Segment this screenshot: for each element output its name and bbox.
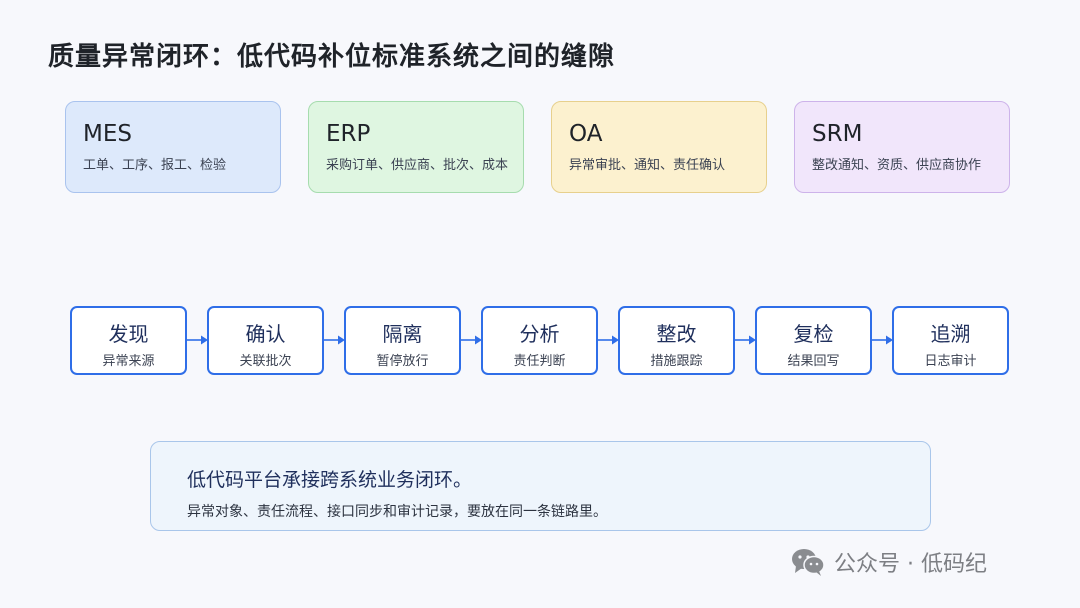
system-card-erp: ERP 采购订单、供应商、批次、成本 [308,101,524,193]
step-sublabel: 责任判断 [513,354,566,369]
system-desc: 异常审批、通知、责任确认 [569,158,726,173]
arrow-right-icon [461,335,482,345]
system-desc: 整改通知、资质、供应商协作 [812,158,982,173]
flow-step-analyze: 分析 责任判断 [481,306,598,375]
step-label: 复检 [793,322,834,346]
system-card-oa: OA 异常审批、通知、责任确认 [551,101,767,193]
system-cards: MES 工单、工序、报工、检验 ERP 采购订单、供应商、批次、成本 OA 异常… [65,101,1011,193]
note-detail: 异常对象、责任流程、接口同步和审计记录，要放在同一条链路里。 [187,504,607,520]
step-label: 追溯 [930,322,971,346]
step-sublabel: 结果回写 [787,354,840,369]
flow-step-trace: 追溯 日志审计 [892,306,1009,375]
step-sublabel: 日志审计 [924,354,977,369]
step-label: 确认 [245,322,286,346]
arrow-right-icon [598,335,619,345]
arrow-right-icon [187,335,208,345]
step-label: 隔离 [382,322,423,346]
system-name: SRM [812,121,863,147]
arrow-right-icon [872,335,893,345]
step-label: 分析 [519,322,560,346]
system-card-mes: MES 工单、工序、报工、检验 [65,101,281,193]
flow-step-rectify: 整改 措施跟踪 [618,306,735,375]
system-card-srm: SRM 整改通知、资质、供应商协作 [794,101,1010,193]
watermark-text: 公众号 · 低码纪 [834,552,987,577]
step-sublabel: 异常来源 [102,354,155,369]
system-name: OA [569,121,603,147]
note-headline: 低代码平台承接跨系统业务闭环。 [187,469,473,491]
system-desc: 采购订单、供应商、批次、成本 [326,158,509,173]
wechat-icon [792,549,825,576]
watermark: 公众号 · 低码纪 [790,546,987,578]
flow-step-confirm: 确认 关联批次 [207,306,324,375]
arrow-right-icon [324,335,345,345]
step-sublabel: 关联批次 [239,354,292,369]
step-label: 发现 [108,322,149,346]
system-name: MES [83,121,132,147]
flow-step-discover: 发现 异常来源 [70,306,187,375]
system-name: ERP [326,121,371,147]
system-desc: 工单、工序、报工、检验 [83,158,227,173]
step-sublabel: 暂停放行 [376,354,429,369]
summary-note: 低代码平台承接跨系统业务闭环。 异常对象、责任流程、接口同步和审计记录，要放在同… [150,441,931,531]
step-label: 整改 [656,322,697,346]
flow-step-isolate: 隔离 暂停放行 [344,306,461,375]
page-title: 质量异常闭环：低代码补位标准系统之间的缝隙 [48,42,616,72]
arrow-right-icon [735,335,756,345]
process-flow: 发现 异常来源 确认 关联批次 隔离 暂停放行 分析 责任判断 整改 措施跟踪 … [70,306,1010,376]
step-sublabel: 措施跟踪 [650,354,703,369]
flow-step-recheck: 复检 结果回写 [755,306,872,375]
